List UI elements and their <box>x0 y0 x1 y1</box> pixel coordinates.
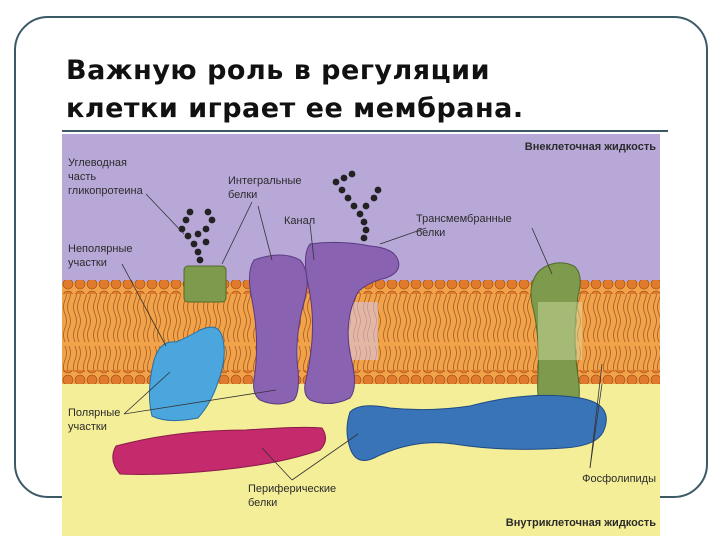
title-divider <box>62 130 668 132</box>
label-intracellular: Внутриклеточная жидкость <box>506 517 656 529</box>
channel-protein-right <box>304 241 400 404</box>
label-peripheral-1: Периферические <box>248 483 336 495</box>
label-transmembrane-1: Трансмембранные <box>416 213 512 225</box>
label-phospholipids: Фосфолипиды <box>582 473 656 485</box>
slide-title-line-1: Важную роль в регуляции <box>66 55 490 86</box>
membrane-diagram: Внеклеточная жидкость Внутриклеточная жи… <box>62 134 660 536</box>
label-nonpolar-1: Неполярные <box>68 243 133 255</box>
label-integral-2: белки <box>228 189 257 201</box>
label-peripheral-2: белки <box>248 497 277 509</box>
glycoprotein-green <box>183 265 227 303</box>
label-glycoprotein-1: Углеводная <box>68 157 127 169</box>
membrane-diagram-svg: Внеклеточная жидкость Внутриклеточная жи… <box>62 134 660 536</box>
slide-title: Важную роль в регуляции клетки играет ее… <box>66 52 666 128</box>
label-leader-lines <box>121 193 603 481</box>
transmembrane-highlight <box>538 302 582 360</box>
label-transmembrane-2: белки <box>416 227 445 239</box>
label-polar-2: участки <box>68 421 107 433</box>
carbohydrate-chain-1 <box>178 208 216 264</box>
label-glycoprotein-3: гликопротеина <box>68 185 144 197</box>
channel-protein-left <box>248 254 308 405</box>
label-nonpolar-2: участки <box>68 257 107 269</box>
slide-title-line-2: клетки играет ее мембрана. <box>66 93 524 124</box>
carbohydrate-chain-2 <box>332 170 382 242</box>
label-glycoprotein-2: часть <box>68 171 96 183</box>
peripheral-protein-magenta <box>112 426 326 475</box>
integral-protein-blue <box>148 326 225 422</box>
label-channel: Канал <box>284 215 315 227</box>
label-extracellular: Внеклеточная жидкость <box>525 141 656 153</box>
label-integral-1: Интегральные <box>228 175 302 187</box>
peripheral-protein-blue <box>346 394 607 461</box>
label-polar-1: Полярные <box>68 407 120 419</box>
